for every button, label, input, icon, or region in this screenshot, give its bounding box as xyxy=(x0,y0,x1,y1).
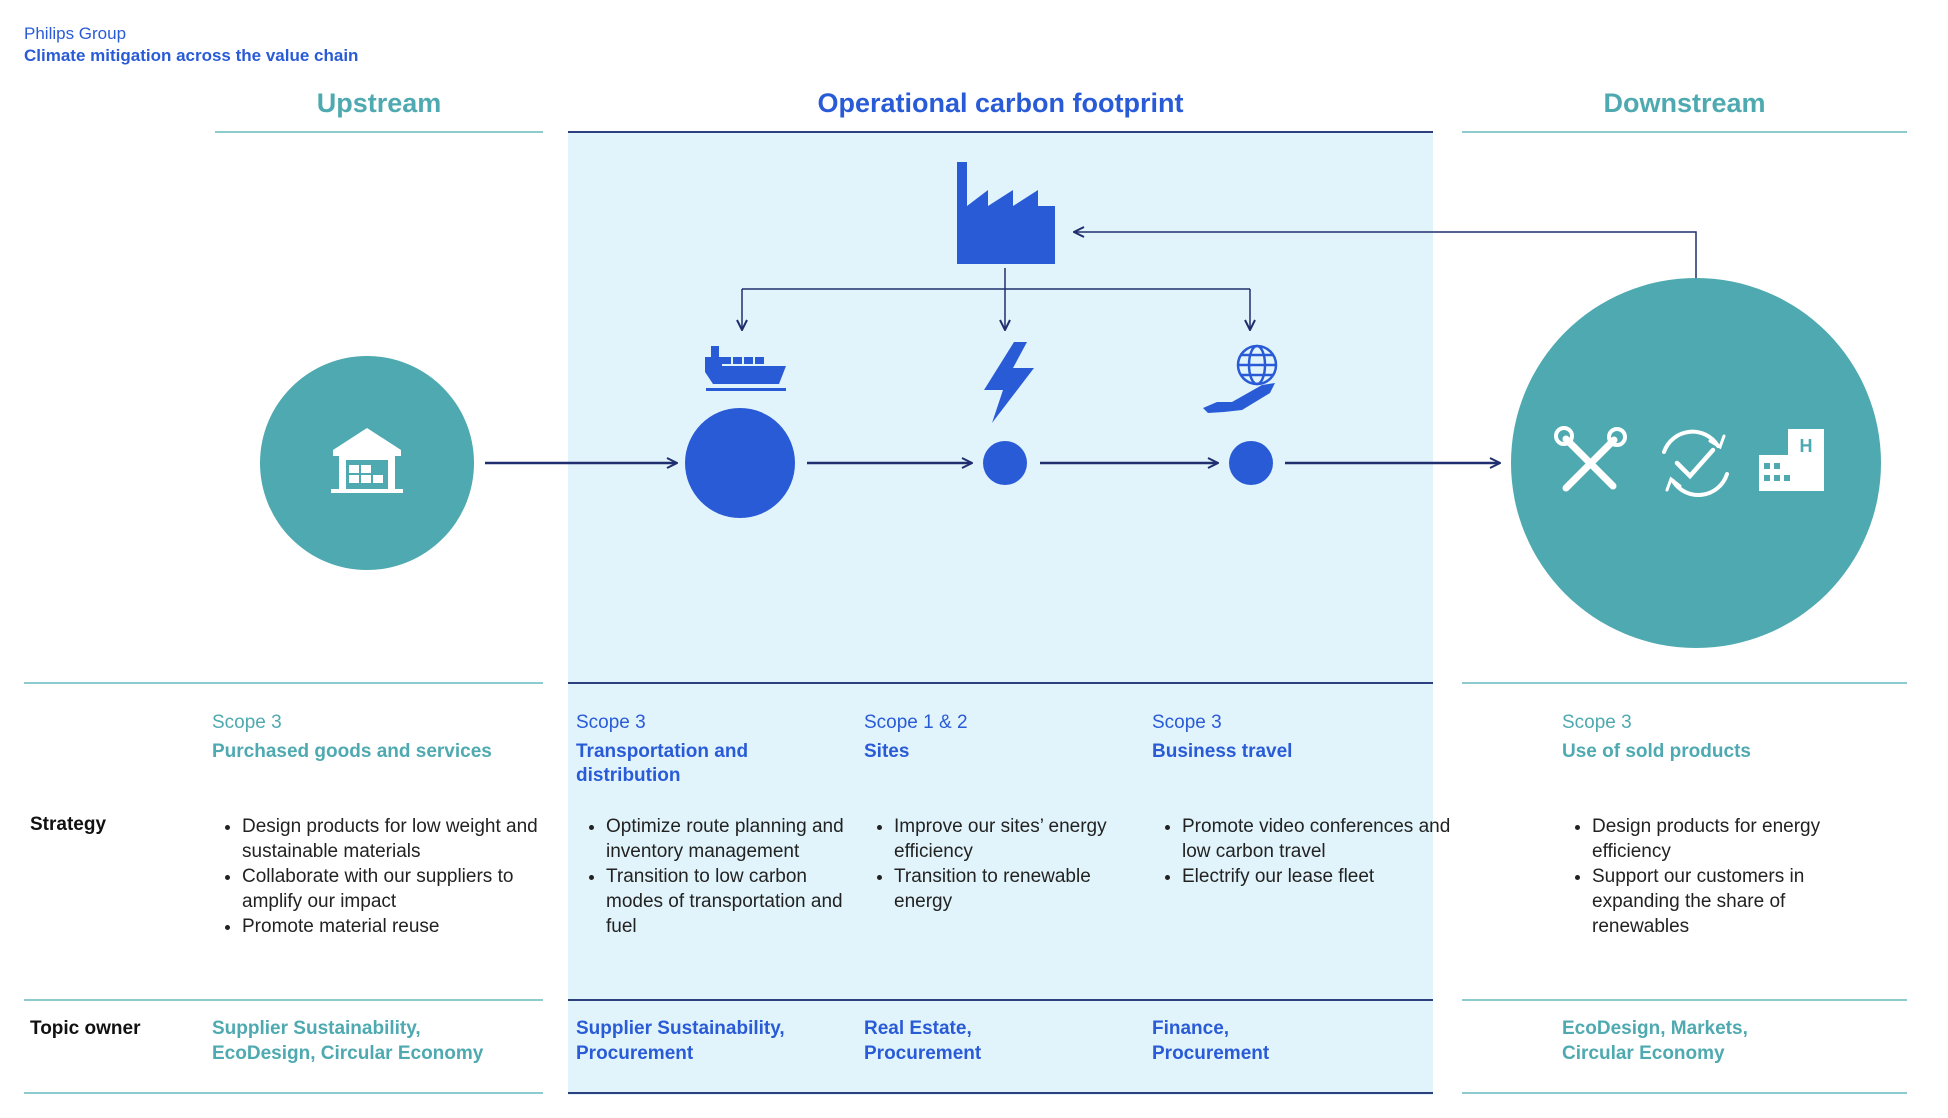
rule-bottom-middle xyxy=(568,1092,1433,1094)
row-label-strategy: Strategy xyxy=(30,814,107,835)
business-travel-node xyxy=(1229,441,1273,485)
brand-name: Philips Group xyxy=(24,24,127,43)
svg-text:H: H xyxy=(1800,436,1813,456)
list-item: Electrify our lease fleet xyxy=(1182,864,1457,889)
owner-sites: Real Estate, Procurement xyxy=(864,1016,1124,1066)
rule-upper-left xyxy=(24,682,543,684)
section-title-upstream: Upstream xyxy=(316,88,442,118)
owner-line: Procurement xyxy=(1152,1043,1270,1064)
hospital-building-icon: H xyxy=(1759,429,1824,491)
section-title-operational: Operational carbon footprint xyxy=(817,88,1184,118)
upstream-top-rule xyxy=(215,131,543,133)
list-item: Promote video conferences and low carbon… xyxy=(1182,814,1457,864)
scope-name: Transportation and distribution xyxy=(576,741,749,786)
scope-name: Use of sold products xyxy=(1562,741,1751,762)
section-title-downstream: Downstream xyxy=(1603,88,1766,118)
owner-line: Circular Economy xyxy=(1562,1043,1725,1064)
owner-downstream: EcoDesign, Markets, Circular Economy xyxy=(1562,1016,1862,1066)
owner-line: Supplier Sustainability, xyxy=(576,1018,785,1039)
page-title: Climate mitigation across the value chai… xyxy=(24,46,359,65)
rule-upper-right xyxy=(1462,682,1907,684)
column-upstream: Scope 3 Purchased goods and services xyxy=(212,712,542,764)
operational-top-rule xyxy=(568,131,1433,133)
operational-panel xyxy=(568,133,1433,1095)
list-item: Transition to renewable energy xyxy=(894,864,1150,914)
wrench-screwdriver-icon xyxy=(1554,426,1627,492)
downstream-top-rule xyxy=(1462,131,1907,133)
scope-label: Scope 3 xyxy=(576,712,646,733)
strategy-list-transportation: Optimize route planning and inventory ma… xyxy=(576,814,866,939)
scope-name: Sites xyxy=(864,741,910,762)
strategy-list-business-travel: Promote video conferences and low carbon… xyxy=(1152,814,1457,889)
list-item: Design products for low weight and susta… xyxy=(242,814,562,864)
owner-line: Real Estate, xyxy=(864,1018,972,1039)
factory-icon xyxy=(957,162,1055,264)
lightning-icon xyxy=(984,342,1034,423)
downstream-circle xyxy=(1511,278,1881,648)
rule-mid-right xyxy=(1462,999,1907,1001)
rule-upper-middle xyxy=(568,682,1433,684)
strategy-list-upstream: Design products for low weight and susta… xyxy=(212,814,562,939)
scope-label: Scope 3 xyxy=(1562,712,1632,733)
owner-line: Procurement xyxy=(576,1043,694,1064)
column-sites: Scope 1 & 2 Sites xyxy=(864,712,1124,764)
owner-line: EcoDesign, Markets, xyxy=(1562,1018,1748,1039)
list-item: Design products for energy efficiency xyxy=(1592,814,1842,864)
rule-mid-left xyxy=(24,999,543,1001)
column-business-travel: Scope 3 Business travel xyxy=(1152,712,1427,764)
warehouse-icon xyxy=(331,428,403,493)
row-label-topic-owner: Topic owner xyxy=(30,1018,141,1039)
owner-line: Procurement xyxy=(864,1043,982,1064)
owner-transportation: Supplier Sustainability, Procurement xyxy=(576,1016,846,1066)
rule-bottom-left xyxy=(24,1092,543,1094)
rule-mid-middle xyxy=(568,999,1433,1001)
strategy-list-sites: Improve our sites’ energy efficiency Tra… xyxy=(864,814,1150,914)
cargo-ship-icon xyxy=(705,346,786,391)
value-chain-diagram: H xyxy=(260,162,1881,648)
owner-business-travel: Finance, Procurement xyxy=(1152,1016,1427,1066)
transport-node xyxy=(685,408,795,518)
owner-upstream: Supplier Sustainability, EcoDesign, Circ… xyxy=(212,1016,542,1066)
scope-name: Purchased goods and services xyxy=(212,741,492,762)
column-transportation: Scope 3 Transportation and distribution xyxy=(576,712,846,788)
owner-line: EcoDesign, Circular Economy xyxy=(212,1043,484,1064)
rule-bottom-right xyxy=(1462,1092,1907,1094)
list-item: Optimize route planning and inventory ma… xyxy=(606,814,866,864)
list-item: Collaborate with our suppliers to amplif… xyxy=(242,864,562,914)
sites-node xyxy=(983,441,1027,485)
scope-label: Scope 3 xyxy=(1152,712,1222,733)
scope-label: Scope 3 xyxy=(212,712,282,733)
circular-check-icon xyxy=(1662,429,1729,497)
scope-label: Scope 1 & 2 xyxy=(864,712,968,733)
owner-line: Supplier Sustainability, xyxy=(212,1018,421,1039)
list-item: Transition to low carbon modes of transp… xyxy=(606,864,866,939)
owner-line: Finance, xyxy=(1152,1018,1230,1039)
airplane-globe-icon xyxy=(1203,344,1278,413)
scope-name: Business travel xyxy=(1152,741,1293,762)
column-downstream: Scope 3 Use of sold products xyxy=(1562,712,1862,764)
strategy-list-downstream: Design products for energy efficiency Su… xyxy=(1562,814,1842,939)
list-item: Improve our sites’ energy efficiency xyxy=(894,814,1150,864)
list-item: Promote material reuse xyxy=(242,914,562,939)
list-item: Support our customers in expanding the s… xyxy=(1592,864,1842,939)
